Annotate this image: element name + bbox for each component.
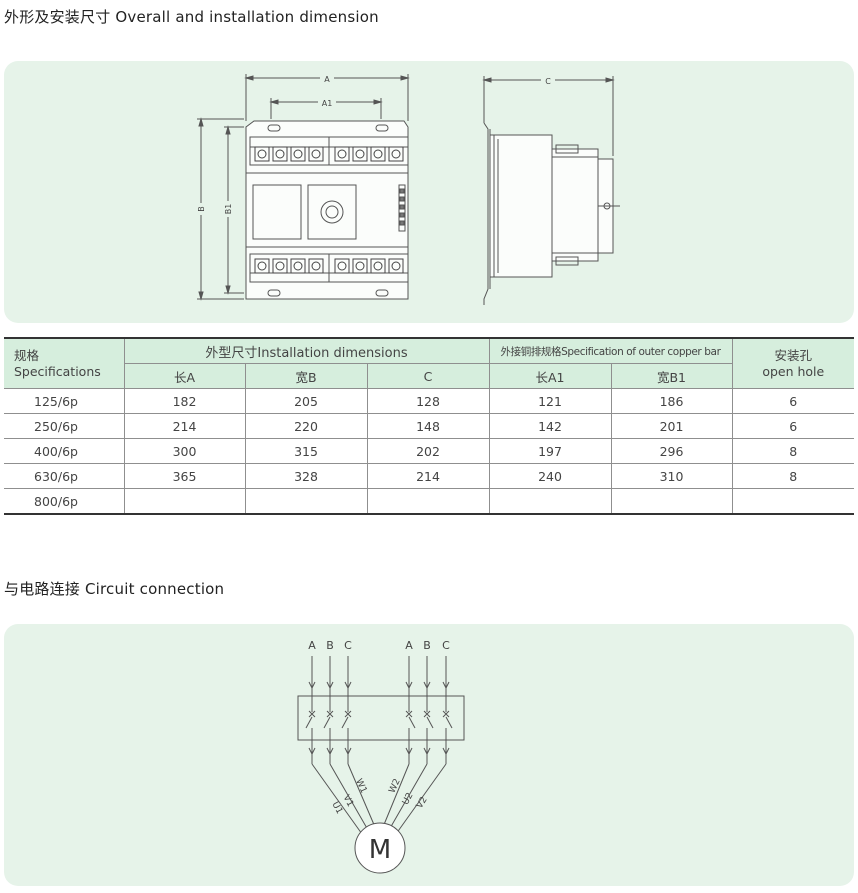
cell-a1: 197 [488,438,612,464]
dim-label-c: C [545,77,551,86]
phase-label: B [326,639,334,652]
cell-a: 214 [123,413,246,439]
cell-b1: 296 [610,438,733,464]
open-hole-header-en: open hole [762,363,825,379]
cell-a1 [488,488,612,515]
cell-a: 300 [123,438,246,464]
cell-c [366,488,490,515]
cell-b: 315 [244,438,368,464]
cell-b1: 310 [610,463,733,489]
table-row: 250/6p 214 220 148 142 201 6 [4,413,855,439]
table-row: 630/6p 365 328 214 240 310 8 [4,463,855,489]
cell-hole [731,488,855,515]
spec-header-en: Specifications [14,363,101,379]
phase-label: C [442,639,450,652]
circuit-diagram: A B C A B C [297,639,465,874]
cell-spec: 630/6p [4,463,125,489]
spec-header-cn: 规格 [14,347,40,363]
cell-hole: 8 [731,438,855,464]
cell-spec: 125/6p [4,388,125,414]
motor-label: M [369,835,391,865]
cell-a: 182 [123,388,246,414]
terminal-label: V1 [341,793,355,808]
open-hole-header: 安装孔 open hole [731,337,855,389]
cell-hole: 6 [731,413,855,439]
cell-spec: 400/6p [4,438,125,464]
dimension-drawing-panel: A A1 B B1 [4,61,854,323]
table-row: 800/6p [4,488,855,515]
supply-lines [305,656,453,764]
cell-a: 365 [123,463,246,489]
cell-c: 202 [366,438,490,464]
front-view: A A1 B B1 [195,72,410,301]
column-header-b: 宽B [244,363,368,389]
install-dimensions-header: 外型尺寸Installation dimensions [123,337,490,364]
cell-b1: 201 [610,413,733,439]
cell-c: 148 [366,413,490,439]
phase-label: C [344,639,352,652]
phase-label: A [405,639,413,652]
switch-box [297,695,465,741]
cell-a1: 121 [488,388,612,414]
cell-hole: 6 [731,388,855,414]
terminal-label: W1 [353,777,368,794]
cell-spec: 800/6p [4,488,125,515]
cell-spec: 250/6p [4,413,125,439]
copper-bar-header: 外接铜排规格Specification of outer copper bar [488,337,733,364]
column-header-b1: 宽B1 [610,363,733,389]
specification-table: 规格 Specifications 外型尺寸Installation dimen… [4,337,855,515]
section-title-dimensions: 外形及安装尺寸 Overall and installation dimensi… [4,8,379,26]
open-hole-header-cn: 安装孔 [774,347,813,363]
table-row: 400/6p 300 315 202 197 296 8 [4,438,855,464]
phase-label: B [423,639,431,652]
cell-b1 [610,488,733,515]
column-header-a: 长A [123,363,246,389]
spec-header: 规格 Specifications [4,337,125,389]
terminal-label: W2 [388,777,403,794]
cell-a1: 240 [488,463,612,489]
table-row: 125/6p 182 205 128 121 186 6 [4,388,855,414]
side-view: C [482,74,620,305]
cell-c: 128 [366,388,490,414]
dim-label-b: B [197,206,206,212]
cell-b [244,488,368,515]
dim-label-a1: A1 [322,99,333,108]
terminal-label: V2 [415,795,430,810]
phase-label: A [308,639,316,652]
circuit-diagram-panel: A B C A B C [4,624,854,886]
column-header-c: C [366,363,490,389]
dim-label-a: A [324,75,330,84]
cell-b1: 186 [610,388,733,414]
motor-symbol [354,822,406,874]
cell-b: 205 [244,388,368,414]
cell-c: 214 [366,463,490,489]
cell-b: 328 [244,463,368,489]
terminal-label: U1 [329,800,344,816]
dim-label-b1: B1 [224,204,233,215]
cell-b: 220 [244,413,368,439]
column-header-a1: 长A1 [488,363,612,389]
motor-leads [311,763,447,835]
cell-hole: 8 [731,463,855,489]
dimension-drawing: A A1 B B1 [195,72,620,305]
cell-a [123,488,246,515]
cell-a1: 142 [488,413,612,439]
section-title-circuit: 与电路连接 Circuit connection [4,580,225,598]
